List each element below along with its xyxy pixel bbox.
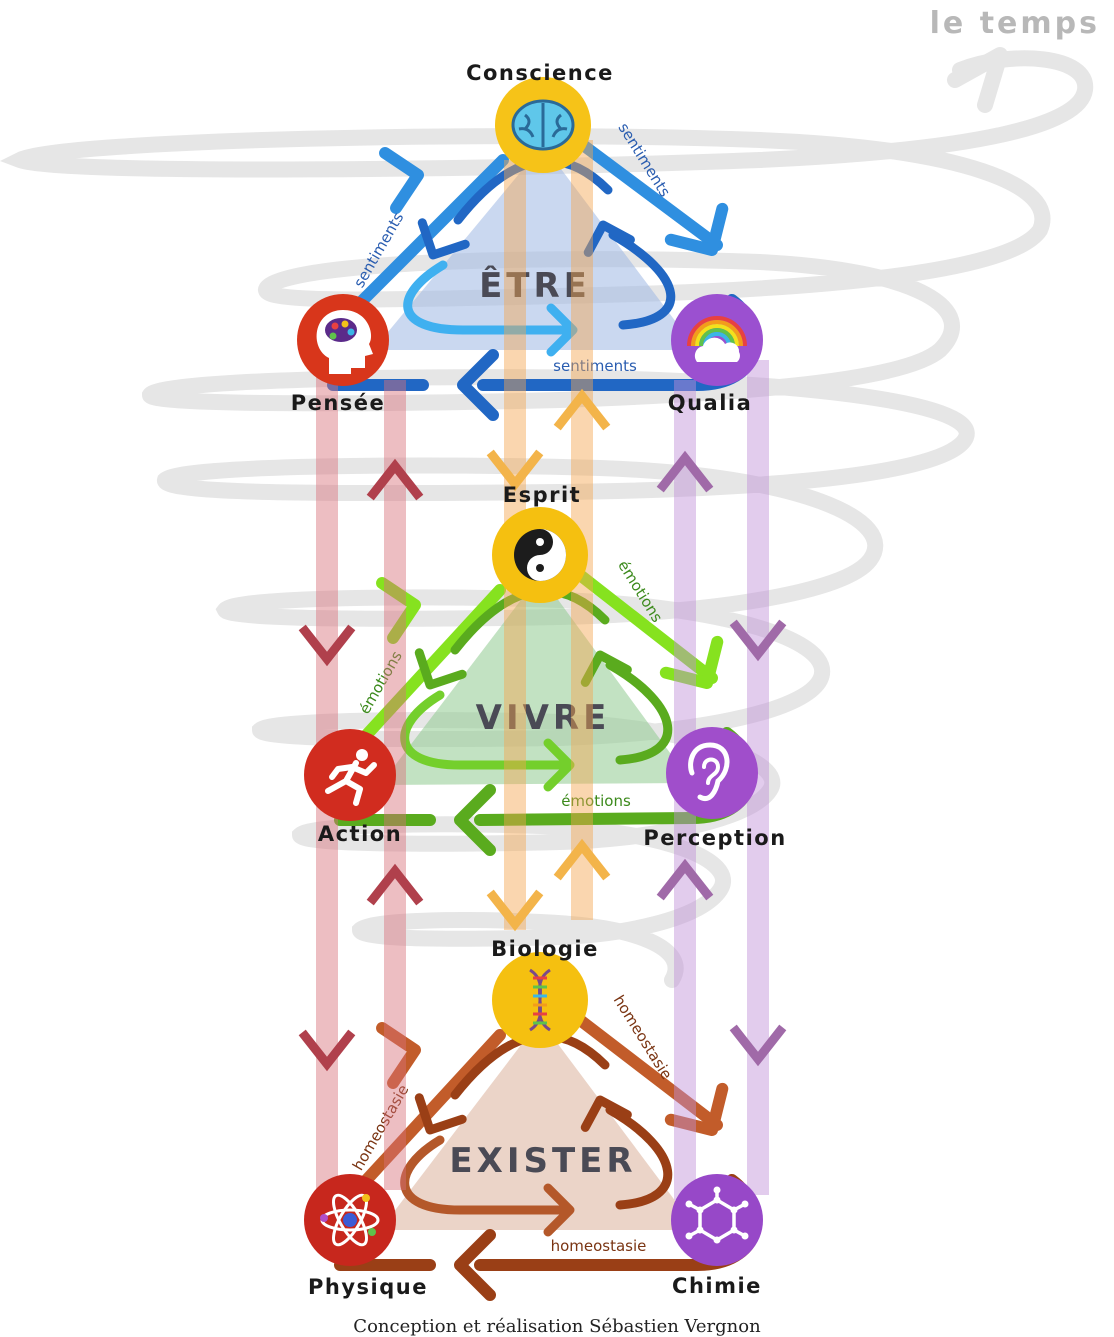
time-title: le temps — [929, 6, 1100, 41]
node-conscience: Conscience — [466, 61, 614, 173]
edge-label: homeostasie — [551, 1237, 647, 1255]
dna-icon — [492, 952, 588, 1048]
node-label: Perception — [643, 826, 786, 850]
node-label: Chimie — [672, 1274, 762, 1298]
node-action: Action — [304, 729, 402, 846]
running-person-icon — [304, 729, 396, 821]
vertical-flow — [366, 380, 424, 1190]
vertical-flow — [729, 360, 787, 1195]
yin-yang-icon — [492, 507, 588, 603]
rainbow-icon — [671, 294, 763, 386]
node-qualia: Qualia — [668, 294, 763, 415]
brain-icon — [495, 77, 591, 173]
triangle-fill — [380, 1020, 697, 1230]
node-label: Qualia — [668, 391, 753, 415]
node-label: Biologie — [491, 937, 599, 961]
credit-line: Conception et réalisation Sébastien Verg… — [353, 1316, 761, 1337]
node-label: Physique — [308, 1275, 428, 1299]
edge-label: sentiments — [553, 357, 637, 375]
node-label: Action — [318, 822, 402, 846]
ear-icon — [666, 727, 758, 819]
level-1-name: ÊTRE — [479, 265, 591, 306]
node-label: Conscience — [466, 61, 614, 85]
node-label: Esprit — [503, 483, 581, 507]
node-chimie: Chimie — [671, 1174, 763, 1298]
edge-label: émotions — [561, 792, 631, 810]
node-biologie: Biologie — [491, 937, 599, 1048]
vertical-flow — [553, 140, 611, 920]
level-3-name: EXISTER — [449, 1141, 636, 1181]
atom-icon — [304, 1174, 396, 1266]
triangle-fill — [380, 575, 692, 785]
level-2-name: VIVRE — [476, 698, 611, 738]
node-perception: Perception — [643, 727, 786, 850]
molecule-icon — [671, 1174, 763, 1266]
node-esprit: Esprit — [492, 483, 588, 603]
node-label: Pensée — [291, 391, 386, 415]
node-pensee: Pensée — [291, 294, 389, 415]
triangle-fill — [373, 145, 697, 350]
node-physique: Physique — [304, 1174, 428, 1299]
head-palette-icon — [297, 294, 389, 386]
